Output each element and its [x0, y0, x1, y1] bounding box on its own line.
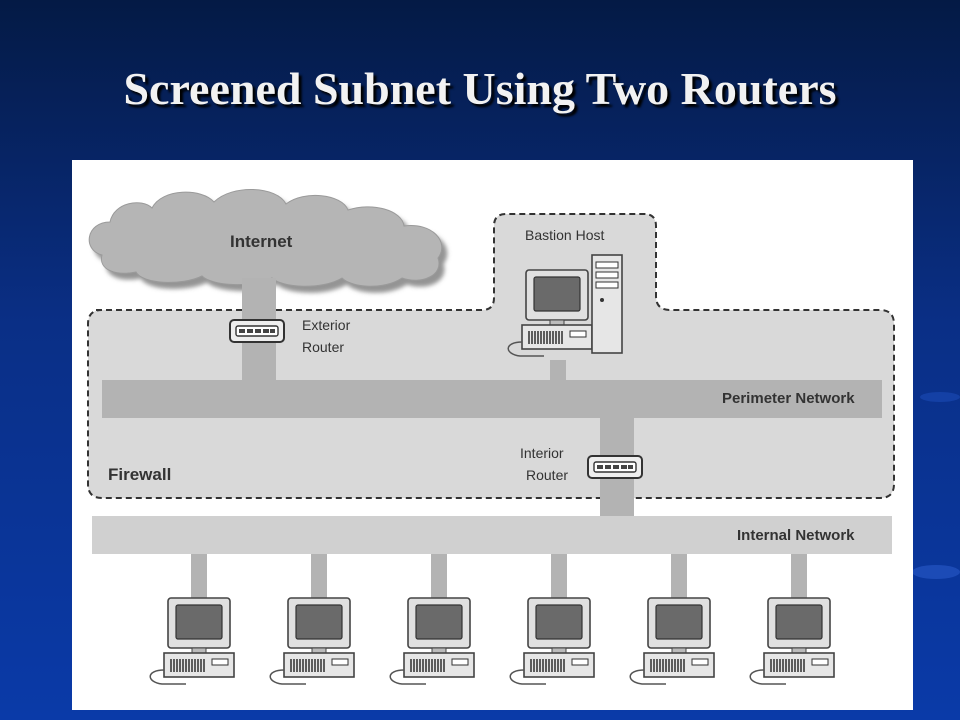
bastion-host-label: Bastion Host	[525, 227, 604, 243]
perimeter-network-bar	[102, 380, 882, 418]
interior-router-label-line1: Interior	[520, 445, 564, 461]
perimeter-network-label: Perimeter Network	[722, 390, 855, 407]
bastion-server-tower	[591, 254, 623, 354]
internet-label: Internet	[230, 232, 293, 251]
interior-router	[587, 455, 643, 479]
slide-title: Screened Subnet Using Two Routers	[123, 63, 837, 114]
decorative-wave	[912, 565, 960, 579]
firewall-label: Firewall	[108, 465, 171, 484]
internal-network-label: Internal Network	[737, 527, 855, 544]
exterior-router	[229, 319, 285, 343]
interior-router-label-line2: Router	[526, 467, 568, 483]
internet-cloud	[88, 189, 443, 287]
internal-host-links	[191, 554, 807, 598]
bastion-link	[550, 360, 566, 382]
exterior-router-label-line1: Exterior	[302, 317, 351, 333]
decorative-wave	[920, 392, 960, 402]
exterior-router-label-line2: Router	[302, 339, 344, 355]
internal-network-bar	[92, 516, 892, 554]
network-diagram: Internet Perimeter Network Exterior Rout…	[72, 160, 913, 710]
firewall-zone	[87, 213, 895, 499]
